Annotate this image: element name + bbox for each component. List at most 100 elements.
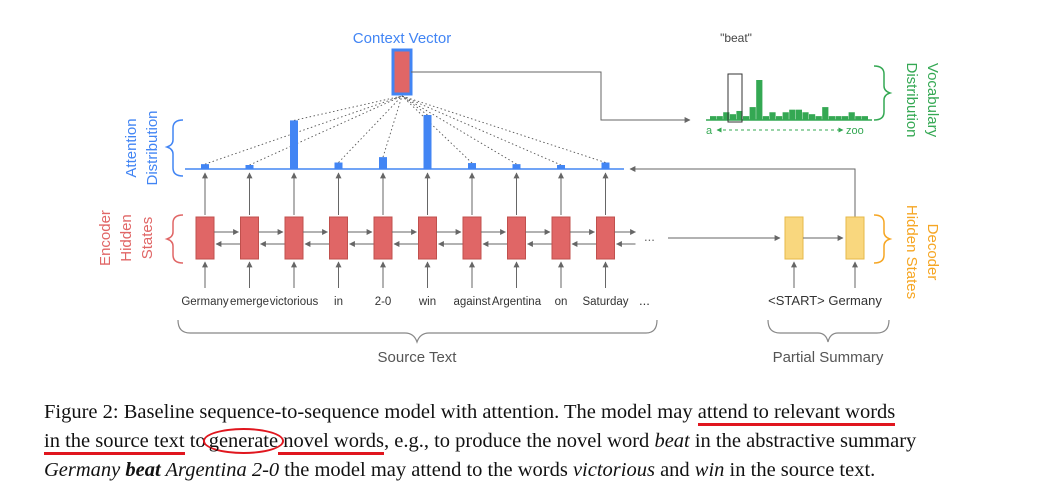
attention-bar	[334, 162, 343, 169]
attention-bar	[468, 163, 476, 169]
vocab-bar	[815, 116, 822, 120]
partial-summary-brace	[767, 319, 890, 343]
svg-text:Hidden: Hidden	[118, 214, 135, 262]
attention-dotted-line	[204, 95, 403, 165]
vocab-bar	[776, 116, 783, 120]
vocab-end-label: zoo	[846, 125, 864, 137]
source-ellipsis: ...	[639, 293, 650, 308]
encoder-cell	[462, 216, 482, 260]
svg-text:Distribution: Distribution	[144, 110, 161, 185]
decoder-to-attention-arrow	[629, 166, 856, 218]
encoder-cell	[507, 216, 526, 260]
vocab-bar	[716, 116, 723, 120]
attention-bars	[201, 115, 610, 169]
vocab-bar	[842, 116, 849, 120]
attention-bar	[245, 165, 254, 169]
vocab-bar	[736, 110, 743, 120]
seq2seq-attention-diagram: Context Vector Attention Distribution En…	[97, 30, 941, 366]
figure-caption: Figure 2: Baseline sequence-to-sequence …	[44, 398, 1004, 485]
svg-text:States: States	[139, 217, 156, 260]
encoder-cell	[373, 216, 393, 260]
vocab-bar	[835, 116, 842, 120]
context-to-vocab-arrow	[411, 71, 691, 123]
vocab-start-label: a	[706, 125, 713, 137]
source-word: against	[453, 296, 491, 308]
decoder-label: Decoder Hidden States	[903, 205, 941, 299]
encoder-cell	[329, 216, 348, 260]
vocab-bar	[710, 116, 717, 120]
source-word: Germany	[181, 296, 229, 308]
encoder-cell	[284, 216, 304, 260]
caption-line-1: Figure 2: Baseline sequence-to-sequence …	[44, 398, 1004, 427]
vocab-bar	[848, 112, 855, 120]
annotation-underline-3: novel words	[278, 430, 385, 455]
attention-dotted-line	[401, 95, 562, 166]
attention-bar	[379, 157, 387, 169]
vocab-brace	[873, 65, 893, 121]
vocab-bar	[729, 114, 736, 120]
encoder-cell	[195, 216, 215, 260]
attention-bar	[201, 164, 209, 169]
vocab-bar	[789, 109, 796, 120]
attention-dotted-line	[401, 95, 428, 116]
vocab-bar	[743, 116, 750, 120]
vocab-bar	[822, 107, 829, 120]
attention-dotted-line	[249, 95, 403, 166]
partial-summary-label: Partial Summary	[773, 349, 884, 366]
source-word: emerge	[230, 296, 269, 308]
attention-bar	[512, 164, 521, 169]
attention-dotted-line	[293, 95, 403, 121]
beat-label: "beat"	[720, 31, 752, 45]
source-word: in	[334, 296, 343, 308]
vocab-bar	[809, 114, 816, 120]
vocab-bar	[756, 80, 763, 120]
svg-text:Decoder: Decoder	[924, 224, 941, 281]
vocab-bar	[782, 112, 789, 120]
vocab-bars	[710, 80, 868, 120]
attention-dotted-line	[338, 95, 403, 163]
source-word: 2-0	[375, 296, 392, 308]
annotation-underline-2: in the source text	[44, 430, 185, 455]
svg-text:Distribution: Distribution	[903, 62, 920, 137]
decoder-brace	[873, 214, 893, 264]
svg-text:Attention: Attention	[123, 118, 140, 177]
vocab-bar	[795, 109, 802, 120]
encoder-cell	[240, 216, 259, 260]
source-word: Saturday	[582, 296, 628, 308]
encoder-label: Encoder Hidden States	[97, 210, 156, 266]
vocab-bar	[762, 116, 769, 120]
source-word: on	[555, 296, 568, 308]
vocab-bar	[855, 116, 862, 120]
vocab-bar	[769, 112, 776, 120]
source-word: Argentina	[492, 296, 542, 308]
svg-text:Hidden States: Hidden States	[903, 205, 920, 299]
source-text-label: Source Text	[378, 349, 458, 366]
annotation-underline-1: attend to relevant words	[697, 401, 896, 426]
attention-dotted-lines	[204, 95, 606, 166]
attention-dotted-line	[401, 95, 606, 163]
vocab-bar	[749, 107, 756, 120]
source-text-brace	[177, 319, 658, 344]
vocab-bar	[828, 116, 835, 120]
source-word: win	[418, 296, 436, 308]
source-word: victorious	[270, 296, 319, 308]
vocabulary-label: Vocabulary Distribution	[903, 62, 941, 137]
svg-text:Vocabulary: Vocabulary	[924, 63, 941, 138]
summary-words: <START> Germany	[768, 293, 882, 308]
vocab-bar	[723, 112, 730, 120]
encoder-ellipsis: ...	[644, 229, 655, 244]
vocab-bar	[802, 112, 809, 120]
vocab-bar	[861, 116, 868, 120]
encoder-cell	[418, 216, 437, 260]
decoder-cell-1	[784, 216, 804, 260]
attention-bar	[601, 162, 610, 169]
caption-line-3: Germany beat Argentina 2-0 the model may…	[44, 459, 876, 481]
attention-label: Attention Distribution	[123, 110, 161, 185]
encoder-brace	[164, 214, 184, 264]
context-vector-box	[391, 48, 413, 96]
encoder-cell	[596, 216, 615, 260]
attention-bar	[290, 120, 298, 169]
attention-dotted-line	[401, 95, 517, 165]
